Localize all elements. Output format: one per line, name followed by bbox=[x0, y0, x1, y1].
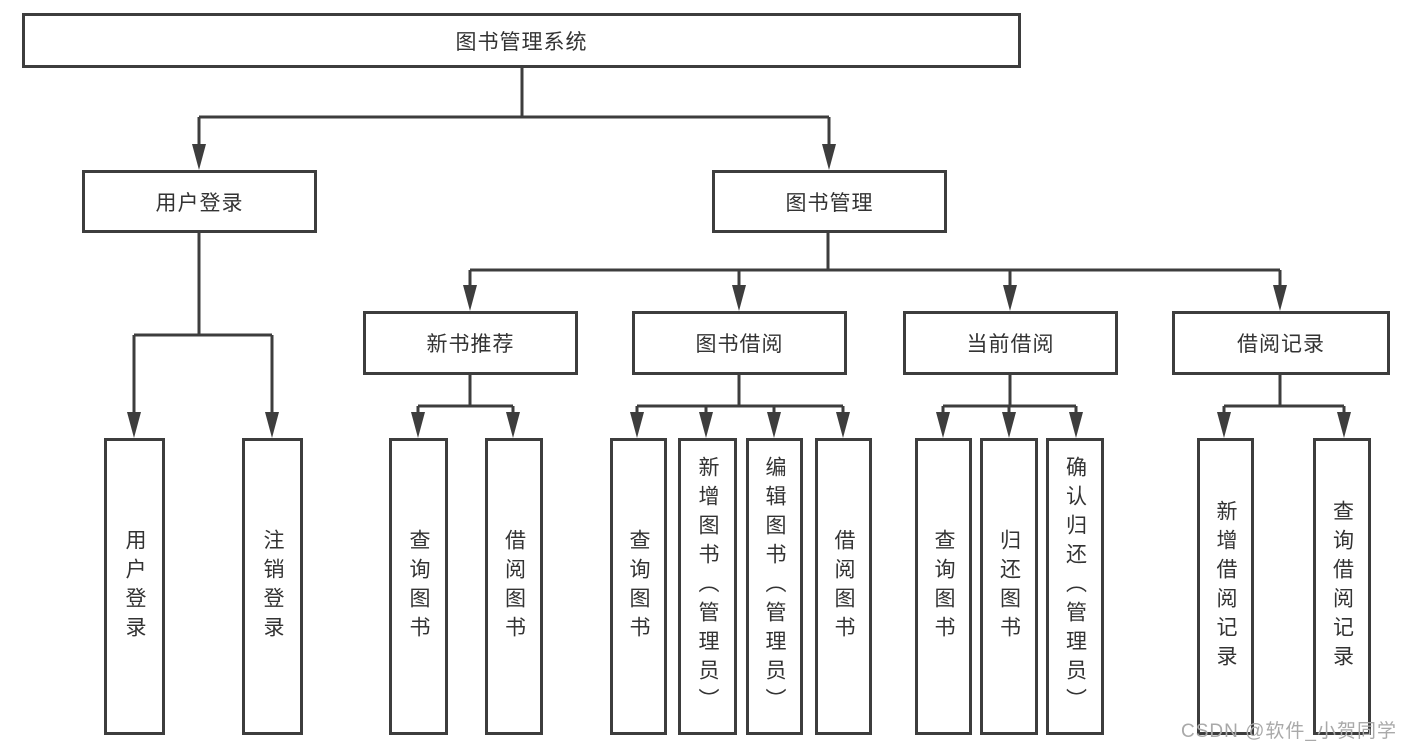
leaf-label: 查询借阅记录 bbox=[1330, 499, 1354, 674]
leaf-label: 查询图书 bbox=[407, 528, 430, 645]
leaf-label: 注销登录 bbox=[261, 528, 284, 645]
node-borrow-records: 借阅记录 bbox=[1172, 311, 1390, 375]
leaf-query-books-current: 查询图书 bbox=[915, 438, 972, 735]
node-new-book-recommend: 新书推荐 bbox=[363, 311, 578, 375]
leaf-label: 查询图书 bbox=[627, 528, 650, 645]
leaf-label: 查询图书 bbox=[932, 528, 955, 645]
leaf-query-borrow-record: 查询借阅记录 bbox=[1313, 438, 1371, 735]
node-book-borrow: 图书借阅 bbox=[632, 311, 847, 375]
leaf-label: 借阅图书 bbox=[502, 528, 526, 645]
leaf-query-books-borrow: 查询图书 bbox=[610, 438, 667, 735]
leaf-add-books-admin: 新增图书（管理员） bbox=[678, 438, 737, 735]
leaf-query-books-recommend: 查询图书 bbox=[389, 438, 448, 735]
leaf-confirm-return-admin: 确认归还（管理员） bbox=[1046, 438, 1104, 735]
leaf-borrow-books: 借阅图书 bbox=[815, 438, 872, 735]
node-current-borrow: 当前借阅 bbox=[903, 311, 1118, 375]
leaf-label: 新增图书（管理员） bbox=[696, 456, 719, 717]
leaf-label: 确认归还（管理员） bbox=[1063, 456, 1087, 717]
leaf-label: 用户登录 bbox=[123, 528, 146, 645]
leaf-edit-books-admin: 编辑图书（管理员） bbox=[746, 438, 803, 735]
leaf-user-login: 用户登录 bbox=[104, 438, 165, 735]
leaf-label: 借阅图书 bbox=[832, 528, 855, 645]
node-root: 图书管理系统 bbox=[22, 13, 1021, 68]
leaf-borrow-books-recommend: 借阅图书 bbox=[485, 438, 543, 735]
csdn-watermark: CSDN @软件_小贺同学 bbox=[1181, 721, 1397, 742]
leaf-return-books: 归还图书 bbox=[980, 438, 1038, 735]
leaf-label: 归还图书 bbox=[997, 528, 1021, 645]
node-book-management: 图书管理 bbox=[712, 170, 947, 233]
node-user-login: 用户登录 bbox=[82, 170, 317, 233]
leaf-logout: 注销登录 bbox=[242, 438, 303, 735]
leaf-label: 编辑图书（管理员） bbox=[763, 456, 786, 717]
leaf-add-borrow-record: 新增借阅记录 bbox=[1197, 438, 1254, 735]
leaf-label: 新增借阅记录 bbox=[1214, 499, 1237, 674]
